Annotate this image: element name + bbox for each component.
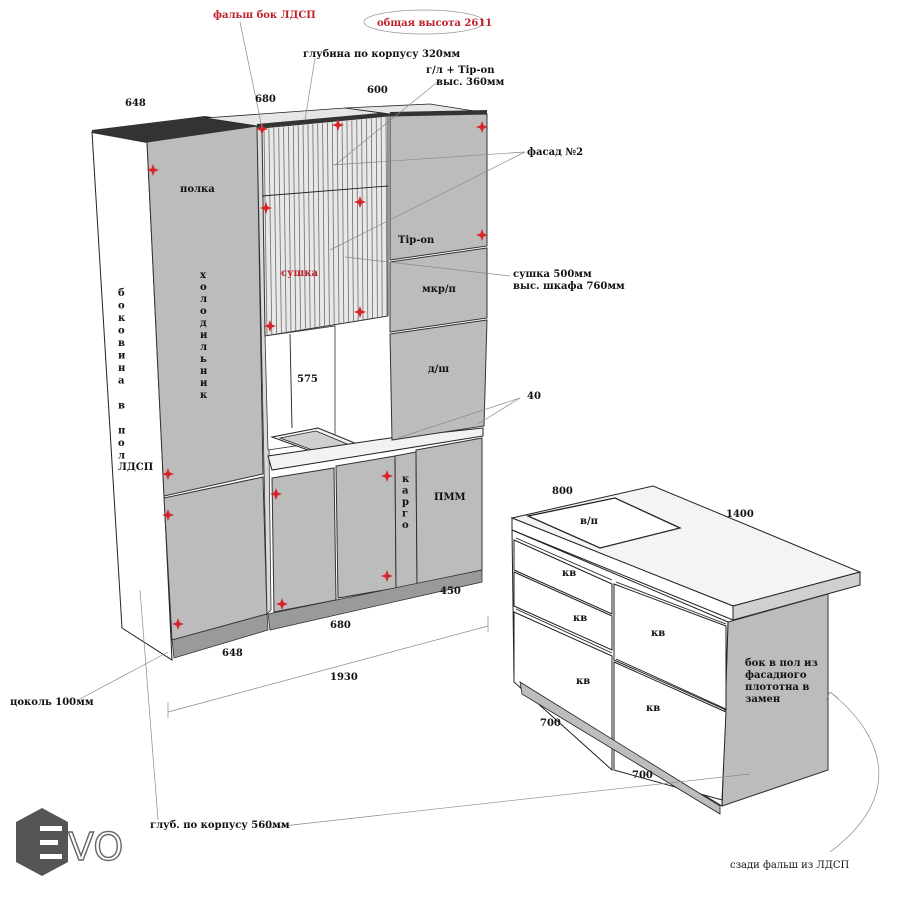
- middle-countertop: [267, 427, 484, 471]
- ribbed-split-line: [261, 185, 389, 197]
- dim-1930: 1930: [330, 672, 358, 683]
- handle-groove-1: [515, 537, 613, 581]
- handle-groove-4: [615, 658, 727, 710]
- label-ldsp: ЛДСП: [118, 462, 153, 473]
- marker-star-icon: [381, 570, 393, 582]
- dim-680-top: 680: [255, 94, 276, 105]
- labels: фальш бок ЛДСП общая высота 2611 глубина…: [10, 10, 850, 871]
- label-total-height: общая высота 2611: [377, 18, 492, 29]
- handle-groove-2: [515, 608, 613, 654]
- island-drawer-1: [513, 539, 613, 615]
- handle-groove-3: [615, 581, 727, 625]
- label-island-side-3: плототна в: [745, 682, 809, 693]
- label-kv-3: кв: [651, 628, 665, 639]
- label-dishwasher: ПММ: [434, 492, 466, 503]
- fridge-upper-facade: [146, 125, 264, 497]
- label-facade2: фасад №2: [527, 147, 583, 158]
- island-drawer-4: [613, 583, 727, 711]
- dim-40: 40: [527, 391, 541, 402]
- marker-star-icon: [270, 488, 282, 500]
- label-plinth: цоколь 100мм: [10, 697, 94, 708]
- dim-680-bottom: 680: [330, 620, 351, 631]
- dim-800: 800: [552, 486, 573, 497]
- marker-star-icon: [172, 618, 184, 630]
- label-false-side: фальш бок ЛДСП: [213, 10, 316, 21]
- fridge-lower-facade: [163, 476, 268, 641]
- dishwasher-door: [415, 437, 483, 585]
- marker-star-icon: [162, 509, 174, 521]
- label-microwave: мкр/п: [422, 284, 456, 295]
- label-oven: д/ш: [428, 364, 449, 375]
- label-hob: в/п: [580, 516, 598, 527]
- island: [510, 485, 862, 815]
- island-plinth: [519, 681, 721, 815]
- dim-575: 575: [297, 374, 318, 385]
- dim-700-bottom: 700: [632, 770, 653, 781]
- label-gl-tipon-1: г/л + Tip-on: [426, 65, 495, 76]
- dim-1400: 1400: [726, 509, 754, 520]
- marker-star-icon: [256, 123, 268, 135]
- dim-648-bottom: 648: [222, 648, 243, 659]
- plinth-right: [267, 569, 483, 631]
- total-height-ellipse: [363, 9, 485, 35]
- label-depth-560: глуб. по корпусу 560мм: [150, 820, 290, 831]
- niche-inner-edge: [289, 333, 293, 429]
- label-kv-4: кв: [576, 676, 590, 687]
- marker-star-icon: [162, 468, 174, 480]
- logo-text: VO: [68, 825, 123, 869]
- plinth-left: [171, 613, 269, 659]
- label-island-side-4: замен: [745, 694, 780, 705]
- oven-facade: [389, 319, 488, 441]
- island-countertop-side: [732, 571, 861, 621]
- middle-top-edge: [257, 112, 390, 128]
- label-kv-5: кв: [646, 703, 660, 714]
- label-depth-body: глубина по корпусу 320мм: [303, 49, 461, 60]
- label-kv-2: кв: [573, 613, 587, 624]
- label-dryer-facade: сушка: [281, 268, 318, 279]
- marker-star-icon: [147, 164, 159, 176]
- tip-on-markers: [147, 119, 488, 630]
- label-island-side-1: бок в пол из: [745, 658, 818, 669]
- label-island-side-2: фасадного: [745, 670, 807, 681]
- dim-450: 450: [440, 586, 461, 597]
- marker-star-icon: [276, 598, 288, 610]
- left-column-top-edge: [92, 116, 257, 143]
- island-drawer-2: [513, 571, 613, 651]
- hob: [525, 497, 682, 549]
- label-gl-tipon-2: выс. 360мм: [436, 77, 505, 88]
- label-dryer-2: выс. шкафа 760мм: [513, 281, 625, 292]
- label-kv-1: кв: [562, 568, 576, 579]
- evo-logo: VO: [16, 808, 124, 876]
- marker-star-icon: [264, 320, 276, 332]
- marker-star-icon: [354, 196, 366, 208]
- ribbed-facade-lines: [263, 116, 388, 336]
- marker-star-icon: [332, 119, 344, 131]
- marker-star-icon: [476, 229, 488, 241]
- label-dryer-1: сушка 500мм: [513, 269, 592, 280]
- dim-648-top: 648: [125, 98, 146, 109]
- label-tipon: Tip-on: [398, 235, 435, 246]
- marker-star-icon: [354, 306, 366, 318]
- marker-star-icon: [381, 470, 393, 482]
- right-upper-facade: [389, 113, 488, 261]
- marker-star-icon: [260, 202, 272, 214]
- lower-door-left: [271, 467, 337, 613]
- leader-lines: [77, 21, 880, 853]
- label-shelf: полка: [180, 184, 215, 195]
- label-back-false: сзади фальш из ЛДСП: [730, 860, 850, 871]
- dim-700-left: 700: [540, 718, 561, 729]
- microwave-facade: [389, 247, 488, 333]
- tall-cabinet-block: [91, 103, 488, 661]
- dim-600-top: 600: [367, 85, 388, 96]
- marker-star-icon: [476, 121, 488, 133]
